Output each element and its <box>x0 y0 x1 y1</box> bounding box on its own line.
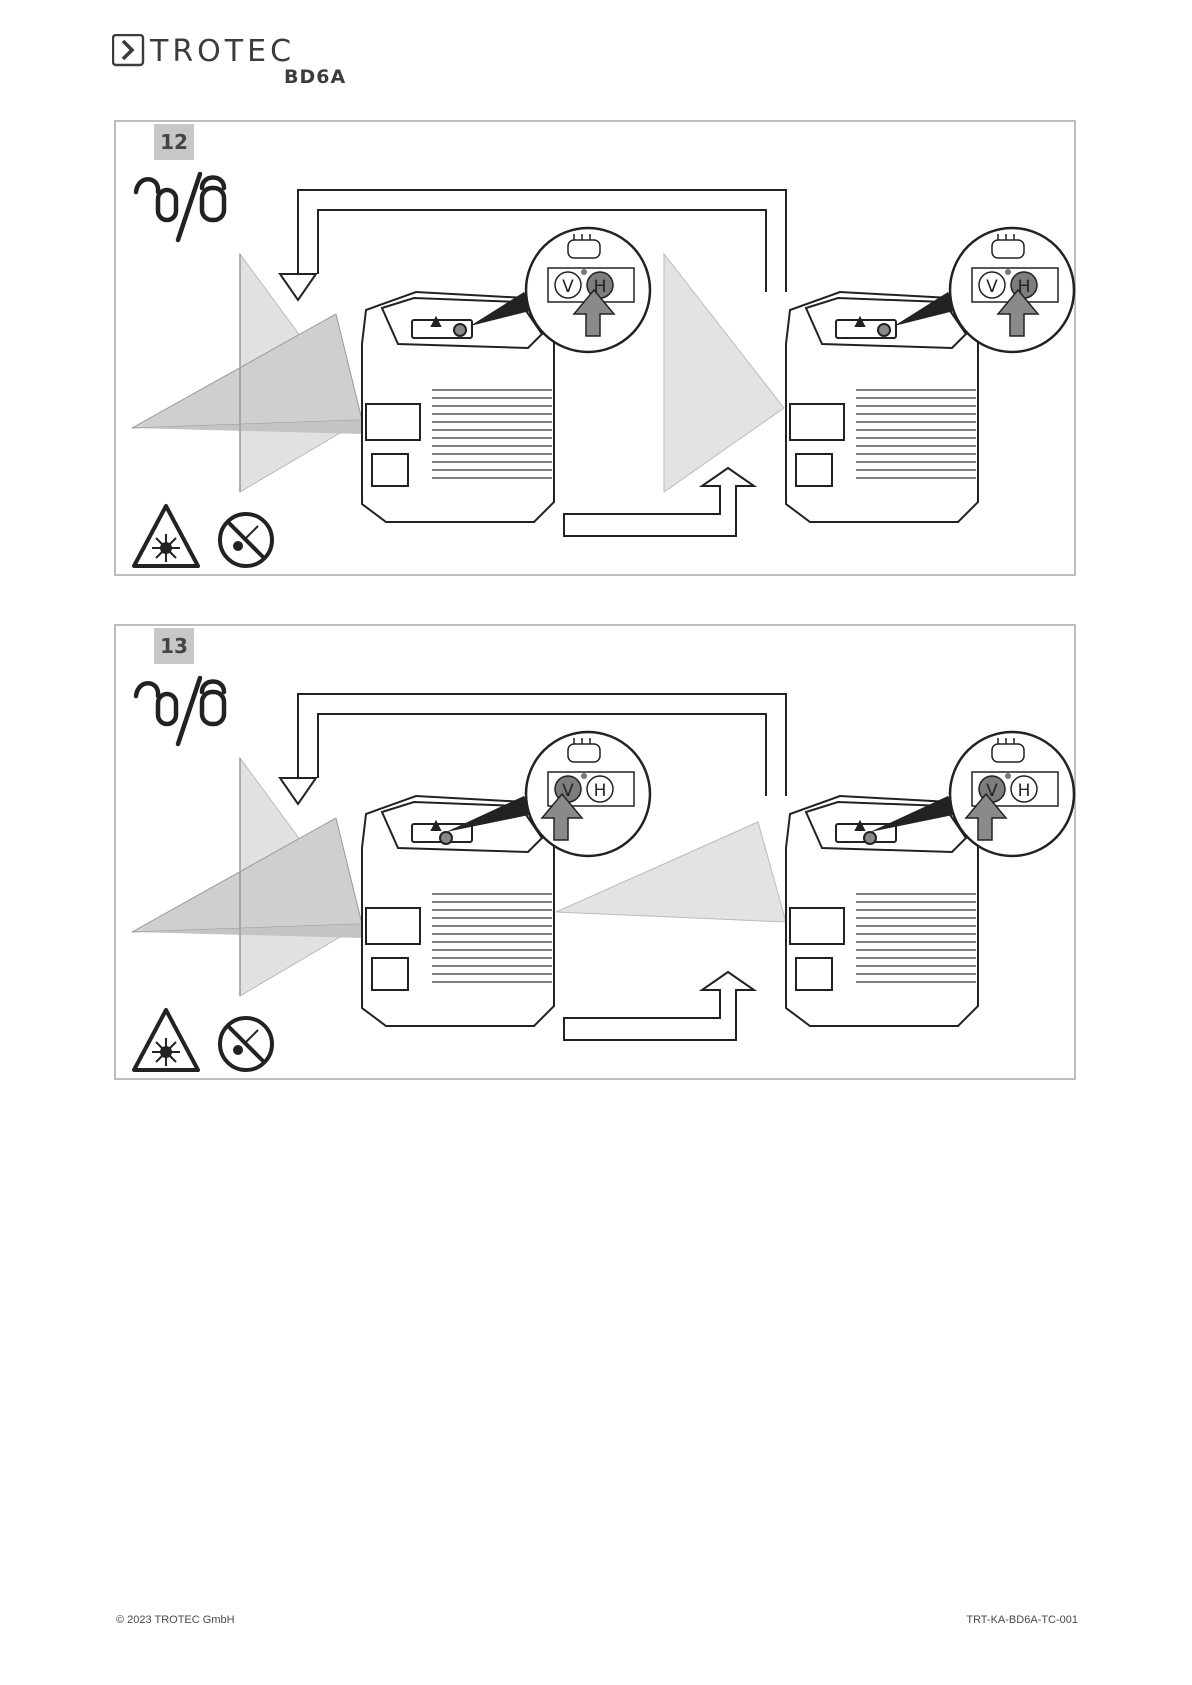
lock-unlock-icon <box>136 174 224 240</box>
laser-beams-left <box>132 758 362 996</box>
laser-warning-icon <box>134 506 198 566</box>
figure-12: 12 <box>114 120 1076 576</box>
figure-13-illustration: V H <box>116 626 1078 1082</box>
laser-level-device-right <box>786 292 978 522</box>
footer-doc-id: TRT-KA-BD6A-TC-001 <box>966 1614 1078 1626</box>
laser-beams-left <box>132 254 362 492</box>
no-laser-beam-icon <box>220 1018 272 1070</box>
brand-text: TROTEC <box>149 34 295 68</box>
no-laser-beam-icon <box>220 514 272 566</box>
model-name: BD6A <box>284 66 346 88</box>
cycle-arrow-bottom <box>564 468 754 536</box>
lock-unlock-icon <box>136 678 224 744</box>
figure-12-illustration: V H <box>116 122 1078 578</box>
v-button-label: V <box>562 277 574 297</box>
v-button-label: V <box>986 277 998 297</box>
laser-level-device-right <box>786 796 978 1026</box>
h-button-label: H <box>594 781 607 801</box>
laser-level-device-left <box>362 796 554 1026</box>
laser-warning-icon <box>134 1010 198 1070</box>
footer-copyright: © 2023 TROTEC GmbH <box>116 1614 235 1626</box>
figure-13: 13 <box>114 624 1076 1080</box>
cycle-arrow-bottom <box>564 972 754 1040</box>
laser-level-device-left <box>362 292 554 522</box>
h-button-label: H <box>1018 781 1031 801</box>
